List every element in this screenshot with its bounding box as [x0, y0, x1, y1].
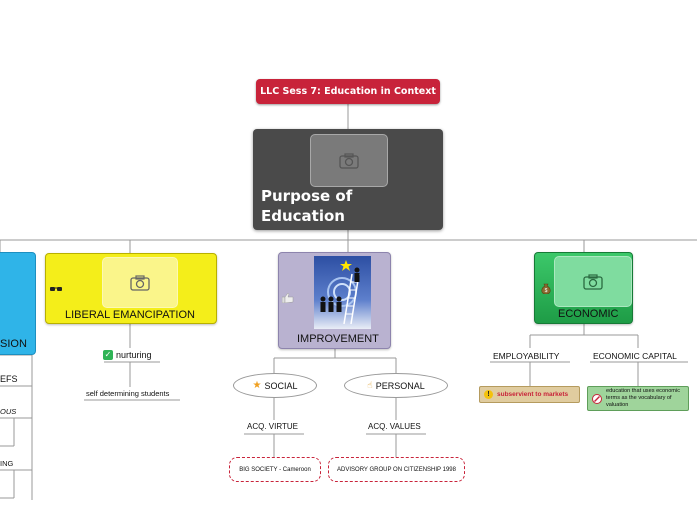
central-topic-node[interactable]: Purpose of Education [253, 129, 443, 230]
social-topic[interactable]: ★ SOCIAL [233, 373, 317, 398]
liberal-emancipation-node[interactable]: LIBERAL EMANCIPATION [45, 253, 217, 324]
economic-node[interactable]: $ ECONOMIC [534, 252, 633, 324]
session-title-node[interactable]: LLC Sess 7: Education in Context [256, 79, 440, 104]
economic-terms-topic[interactable]: education that uses economic terms as th… [587, 386, 689, 411]
camera-icon [583, 273, 603, 290]
subservient-topic[interactable]: ! subservient to markets [479, 386, 580, 403]
improvement-node[interactable]: IMPROVEMENT [278, 252, 391, 349]
star-icon: ★ [252, 380, 262, 391]
personal-topic[interactable]: ☝ PERSONAL [344, 373, 448, 398]
big-society-topic[interactable]: BIG SOCIETY - Cameroon [229, 457, 321, 482]
economic-terms-label: education that uses economic terms as th… [606, 388, 681, 408]
subservient-label: subservient to markets [497, 391, 569, 398]
image-placeholder [102, 257, 178, 308]
economic-label: ECONOMIC [558, 308, 619, 320]
advisory-group-topic[interactable]: ADVISORY GROUP ON CITIZENSHIP 1998 [328, 457, 465, 482]
left-branch-node[interactable] [0, 252, 36, 355]
left-branch-child-1[interactable]: EFS [0, 374, 18, 384]
forbidden-icon [592, 393, 602, 404]
nurturing-topic[interactable]: ✓ nurturing [103, 350, 152, 360]
check-icon: ✓ [103, 350, 113, 360]
sunglasses-icon [50, 284, 62, 294]
personal-label: PERSONAL [375, 380, 425, 391]
left-branch-child-2[interactable]: OUS [0, 407, 17, 416]
employability-topic[interactable]: EMPLOYABILITY [493, 351, 560, 361]
acq-values-topic[interactable]: ACQ. VALUES [368, 422, 421, 431]
central-topic-title: Purpose of Education [261, 187, 353, 225]
liberal-emancipation-label: LIBERAL EMANCIPATION [65, 309, 195, 321]
nurturing-label: nurturing [116, 350, 152, 360]
ladder-illustration [314, 256, 371, 329]
warning-icon: ! [484, 390, 493, 399]
camera-icon [339, 152, 359, 169]
image-placeholder [310, 134, 388, 187]
self-determining-topic[interactable]: self determining students [86, 389, 170, 398]
social-label: SOCIAL [264, 380, 298, 391]
improvement-label: IMPROVEMENT [297, 333, 379, 345]
money-bag-icon: $ [541, 283, 551, 297]
acq-virtue-topic[interactable]: ACQ. VIRTUE [247, 422, 298, 431]
thumbs-up-icon [281, 292, 294, 306]
svg-text:$: $ [545, 288, 548, 294]
economic-capital-topic[interactable]: ECONOMIC CAPITAL [593, 351, 677, 361]
image-placeholder [554, 256, 632, 307]
hand-icon: ☝ [367, 380, 373, 390]
left-branch-child-3[interactable]: ING [0, 459, 14, 468]
camera-icon [130, 274, 150, 291]
left-branch-label: SION [0, 338, 27, 350]
